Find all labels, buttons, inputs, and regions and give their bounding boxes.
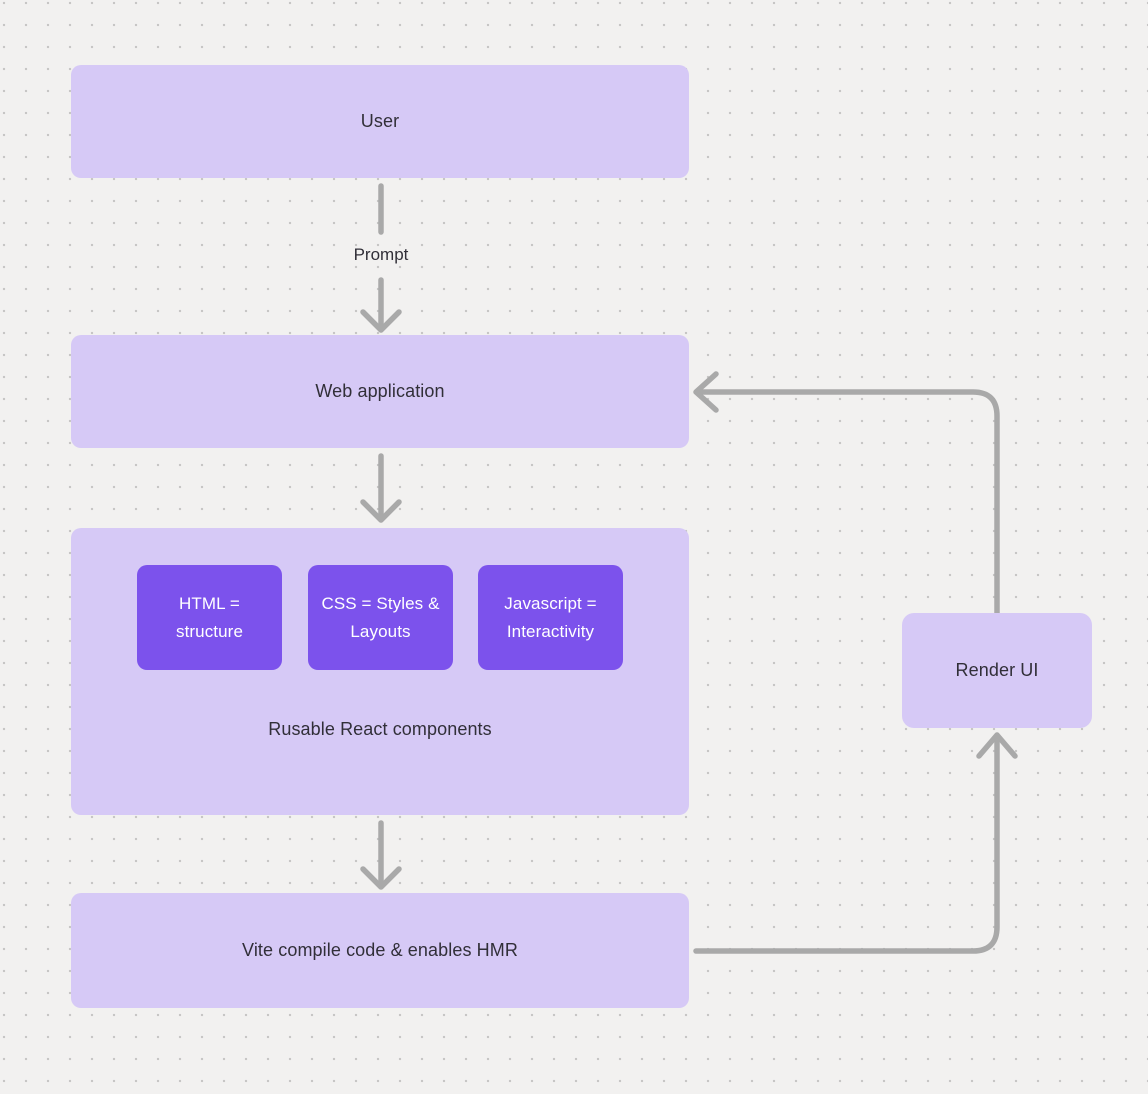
edge-label-prompt: Prompt <box>353 245 409 264</box>
arrowhead-down-icon <box>360 309 402 333</box>
arrowhead-up-icon <box>976 732 1018 759</box>
arrowhead-left-icon <box>693 371 719 413</box>
arrowhead-down-icon <box>360 499 402 523</box>
arrowhead-down-icon <box>360 866 402 890</box>
edge-web-application-to-components <box>360 453 402 523</box>
node-vite: Vite compile code & enables HMR <box>71 893 689 1008</box>
node-html-label: HTML = structure <box>175 593 244 641</box>
node-user: User <box>71 65 689 178</box>
edge-components-to-vite <box>360 820 402 890</box>
node-user-label: User <box>360 111 400 131</box>
node-components-group: HTML = structure CSS = Styles & Layouts … <box>71 528 689 815</box>
node-css-label: CSS = Styles & Layouts <box>321 593 440 641</box>
edge-vite-to-render-ui <box>693 732 1018 954</box>
node-javascript-label: Javascript = Interactivity <box>504 593 597 641</box>
node-web-application: Web application <box>71 335 689 448</box>
node-render-ui: Render UI <box>902 613 1092 728</box>
node-web-application-label: Web application <box>315 381 445 401</box>
node-render-ui-label: Render UI <box>955 660 1039 680</box>
components-group-caption: Rusable React components <box>268 719 492 739</box>
node-javascript: Javascript = Interactivity <box>478 565 623 670</box>
node-vite-label: Vite compile code & enables HMR <box>242 940 518 960</box>
edge-render-ui-to-web-application <box>693 371 1000 616</box>
node-css: CSS = Styles & Layouts <box>308 565 453 670</box>
node-html: HTML = structure <box>137 565 282 670</box>
